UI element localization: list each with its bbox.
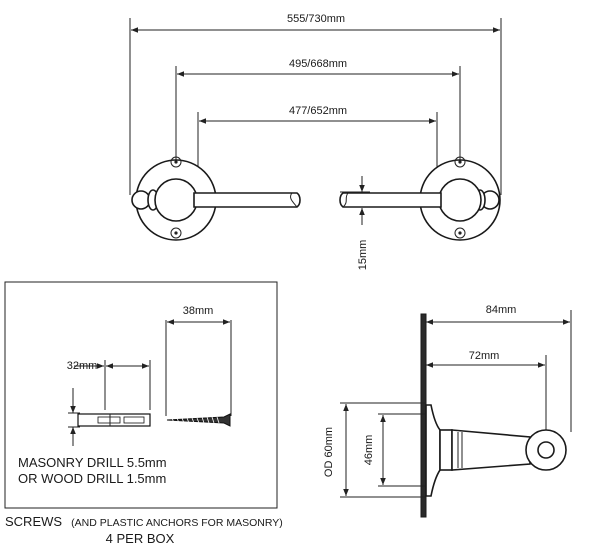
inner-span-label: 477/652mm [289,105,347,117]
rail-diameter-label: 15mm [357,240,369,271]
screw-icon [166,413,231,427]
plastic-anchor-icon [77,413,151,427]
bracket-side-profile [425,404,567,497]
screws-caption-line2: 4 PER BOX [106,531,175,546]
side-view: 84mm 72mm OD 60mm 46mm [323,304,572,518]
drill-note-line2: OR WOOD DRILL 1.5mm [18,471,166,486]
screw-box: 38mm 32mm MASONRY DRILL 5.5mm OR WOOD DR… [4,281,278,509]
projection-total-label: 84mm [486,304,517,316]
neck-height-label: 46mm [363,435,375,466]
top-view: 555/730mm 495/668mm 477/652mm [129,13,502,271]
post-centers-label: 495/668mm [289,58,347,70]
screws-caption-detail: (AND PLASTIC ANCHORS FOR MASONRY) [71,517,283,529]
overall-width-label: 555/730mm [287,13,345,25]
screws-caption-line1: SCREWS (AND PLASTIC ANCHORS FOR MASONRY) [5,511,283,530]
anchor-length-label: 32mm [67,360,98,372]
right-bracket [339,156,501,241]
screw-length-label: 38mm [183,305,214,317]
plate-diameter-label: OD 60mm [323,427,335,477]
screws-caption-prefix: SCREWS [5,514,62,529]
projection-center-label: 72mm [469,350,500,362]
drill-note-line1: MASONRY DRILL 5.5mm [18,455,167,470]
left-bracket [131,156,301,241]
